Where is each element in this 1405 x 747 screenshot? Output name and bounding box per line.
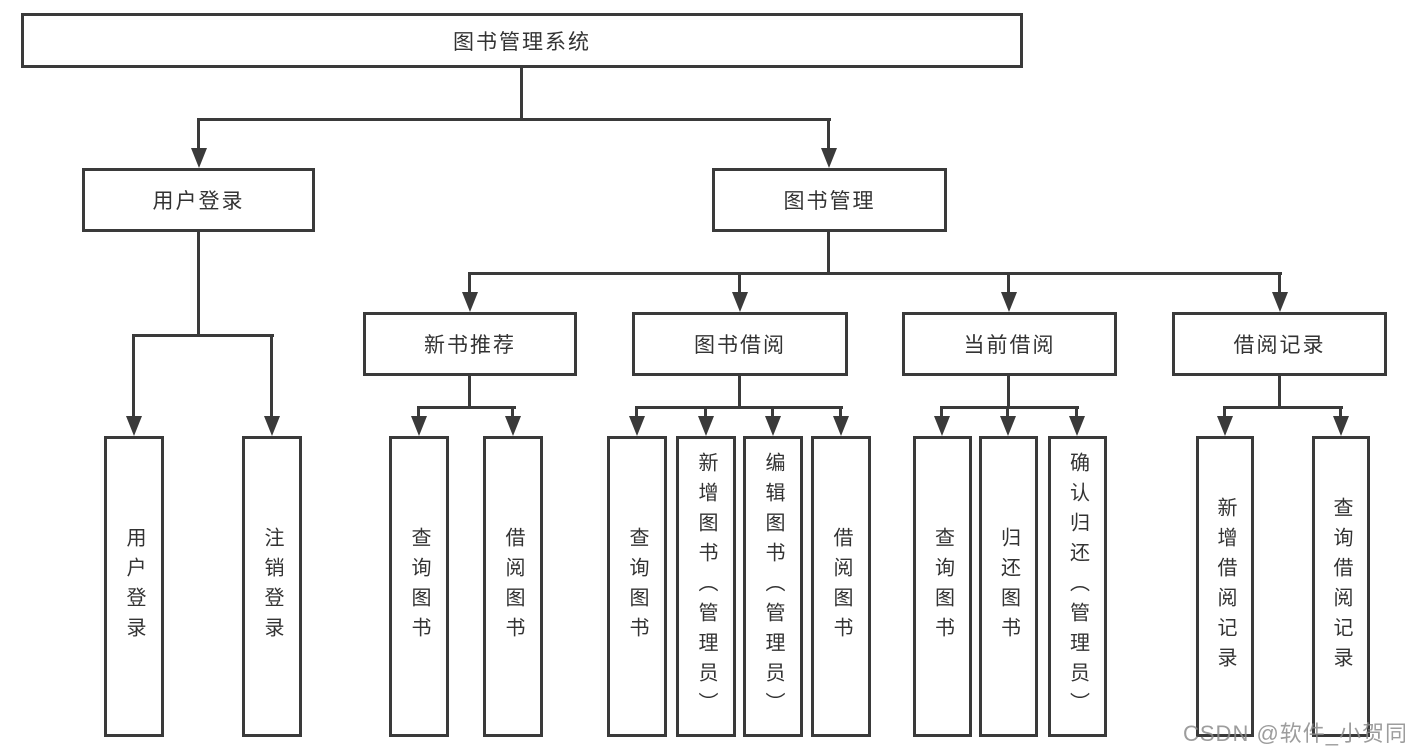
arrow-down-icon bbox=[698, 416, 714, 436]
leaf-return-book: 归还图书 bbox=[979, 436, 1038, 737]
node-user-login-label: 用户登录 bbox=[152, 190, 245, 213]
node-borrow-records-label: 借阅记录 bbox=[1233, 334, 1326, 357]
connector-vline bbox=[511, 406, 514, 416]
arrow-down-icon bbox=[629, 416, 645, 436]
leaf-edit-book-admin: 编辑图书（管理员） bbox=[743, 436, 803, 737]
leaf-edit-book-admin-label: 编辑图书（管理员） bbox=[762, 451, 784, 722]
leaf-add-borrow-record: 新增借阅记录 bbox=[1196, 436, 1254, 737]
leaf-user-login-label: 用户登录 bbox=[123, 526, 145, 647]
connector-vline bbox=[132, 334, 135, 416]
connector-vline bbox=[1075, 406, 1078, 416]
leaf-query-books-borrow: 查询图书 bbox=[607, 436, 667, 737]
csdn-watermark: CSDN @软件_小贺同学 bbox=[1183, 721, 1405, 746]
leaf-query-books-current-label: 查询图书 bbox=[931, 526, 954, 647]
leaf-query-books-borrow-label: 查询图书 bbox=[626, 526, 648, 647]
arrow-down-icon bbox=[934, 416, 950, 436]
arrow-down-icon bbox=[1333, 416, 1349, 436]
arrow-down-icon bbox=[264, 416, 280, 436]
connector-hline bbox=[468, 272, 1282, 275]
leaf-confirm-return-admin: 确认归还（管理员） bbox=[1048, 436, 1107, 737]
leaf-query-books-recommend-label: 查询图书 bbox=[408, 526, 430, 647]
connector-vline bbox=[738, 376, 741, 408]
connector-vline bbox=[1006, 406, 1009, 416]
leaf-confirm-return-admin-label: 确认归还（管理员） bbox=[1066, 451, 1089, 722]
connector-hline bbox=[635, 406, 843, 409]
leaf-logout: 注销登录 bbox=[242, 436, 302, 737]
connector-vline bbox=[1339, 406, 1342, 416]
connector-vline bbox=[827, 232, 830, 274]
connector-hline bbox=[1223, 406, 1343, 409]
leaf-borrow-books-recommend-label: 借阅图书 bbox=[502, 526, 524, 647]
leaf-logout-label: 注销登录 bbox=[261, 526, 283, 647]
node-user-login: 用户登录 bbox=[82, 168, 315, 232]
connector-vline bbox=[1007, 272, 1010, 292]
connector-vline bbox=[270, 334, 273, 416]
node-current-borrow: 当前借阅 bbox=[902, 312, 1117, 376]
arrow-down-icon bbox=[505, 416, 521, 436]
leaf-query-books-current: 查询图书 bbox=[913, 436, 972, 737]
arrow-down-icon bbox=[1000, 416, 1016, 436]
arrow-down-icon bbox=[411, 416, 427, 436]
arrow-down-icon bbox=[462, 292, 478, 312]
leaf-query-books-recommend: 查询图书 bbox=[389, 436, 449, 737]
arrow-down-icon bbox=[732, 292, 748, 312]
connector-hline bbox=[940, 406, 1079, 409]
node-book-borrow: 图书借阅 bbox=[632, 312, 848, 376]
connector-hline bbox=[197, 118, 831, 121]
node-root-system: 图书管理系统 bbox=[21, 13, 1023, 68]
leaf-borrow-books-borrow: 借阅图书 bbox=[811, 436, 871, 737]
connector-vline bbox=[704, 406, 707, 416]
leaf-user-login: 用户登录 bbox=[104, 436, 164, 737]
leaf-query-borrow-record: 查询借阅记录 bbox=[1312, 436, 1370, 737]
node-current-borrow-label: 当前借阅 bbox=[963, 334, 1056, 357]
connector-vline bbox=[839, 406, 842, 416]
connector-vline bbox=[827, 118, 830, 148]
leaf-add-book-admin-label: 新增图书（管理员） bbox=[695, 451, 717, 722]
connector-vline bbox=[520, 68, 523, 120]
arrow-down-icon bbox=[191, 148, 207, 168]
connector-vline bbox=[417, 406, 420, 416]
node-new-book-recommend-label: 新书推荐 bbox=[424, 334, 516, 357]
connector-vline bbox=[1223, 406, 1226, 416]
leaf-return-book-label: 归还图书 bbox=[997, 526, 1020, 647]
arrow-down-icon bbox=[821, 148, 837, 168]
node-book-borrow-label: 图书借阅 bbox=[694, 334, 786, 357]
connector-hline bbox=[132, 334, 274, 337]
connector-vline bbox=[1007, 376, 1010, 408]
connector-vline bbox=[1278, 272, 1281, 292]
node-borrow-records: 借阅记录 bbox=[1172, 312, 1387, 376]
node-root-label: 图书管理系统 bbox=[453, 30, 591, 54]
connector-hline bbox=[417, 406, 516, 409]
connector-vline bbox=[1278, 375, 1281, 408]
leaf-borrow-books-borrow-label: 借阅图书 bbox=[830, 526, 852, 647]
arrow-down-icon bbox=[1217, 416, 1233, 436]
leaf-add-borrow-record-label: 新增借阅记录 bbox=[1214, 496, 1236, 677]
arrow-down-icon bbox=[1001, 292, 1017, 312]
connector-vline bbox=[940, 406, 943, 416]
connector-vline bbox=[468, 272, 471, 292]
connector-vline bbox=[738, 272, 741, 292]
arrow-down-icon bbox=[833, 416, 849, 436]
node-book-management: 图书管理 bbox=[712, 168, 947, 232]
leaf-borrow-books-recommend: 借阅图书 bbox=[483, 436, 543, 737]
connector-vline bbox=[468, 376, 471, 408]
node-new-book-recommend: 新书推荐 bbox=[363, 312, 577, 376]
connector-vline bbox=[771, 406, 774, 416]
connector-vline bbox=[635, 406, 638, 416]
node-book-management-label: 图书管理 bbox=[783, 190, 876, 213]
arrow-down-icon bbox=[126, 416, 142, 436]
arrow-down-icon bbox=[1272, 292, 1288, 312]
connector-vline bbox=[197, 232, 200, 336]
leaf-add-book-admin: 新增图书（管理员） bbox=[676, 436, 736, 737]
connector-vline bbox=[197, 118, 200, 148]
arrow-down-icon bbox=[765, 416, 781, 436]
arrow-down-icon bbox=[1069, 416, 1085, 436]
leaf-query-borrow-record-label: 查询借阅记录 bbox=[1330, 496, 1352, 677]
